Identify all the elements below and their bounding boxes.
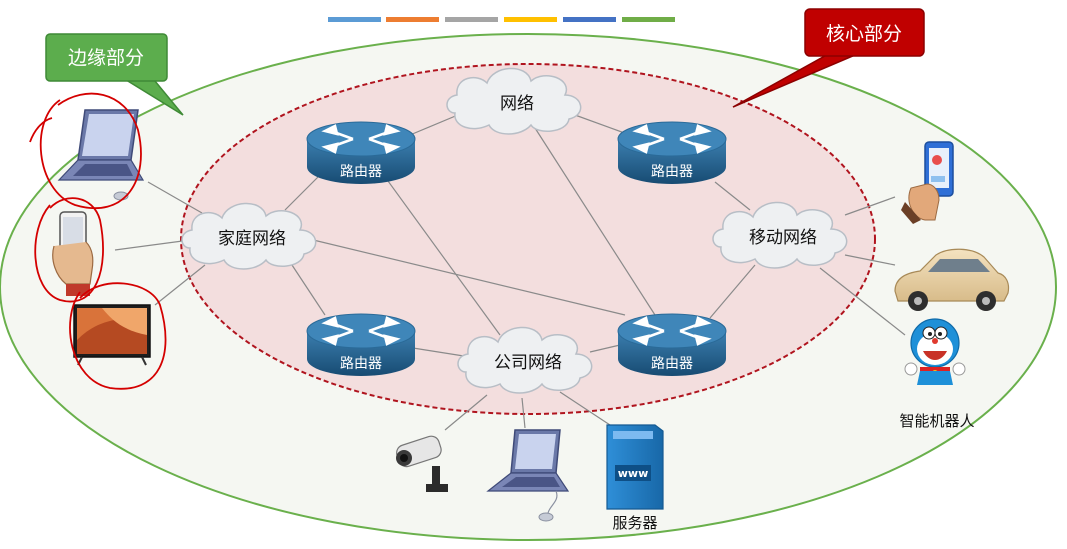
phone-in-hand-icon <box>901 141 954 224</box>
cloud-internet: 网络 <box>446 67 582 135</box>
link-company-router4 <box>589 344 621 353</box>
router-arrows-icon <box>632 124 712 154</box>
router-arrows-icon <box>632 316 712 346</box>
router-arrows-icon <box>321 316 401 346</box>
router-label: 路由器 <box>340 356 382 372</box>
router-bottom-left: 路由器 <box>306 313 416 376</box>
phone-call-icon <box>932 155 942 165</box>
link-phone-home <box>114 239 191 251</box>
router-label: 路由器 <box>340 164 382 180</box>
callout-core: 核心部分 <box>732 8 925 108</box>
link-router1-company <box>379 169 501 336</box>
palette-swatch-4 <box>504 17 557 22</box>
annotation-circle-tv <box>69 282 167 390</box>
router-top-right: 路由器 <box>617 121 727 184</box>
palette-swatch-3 <box>445 17 498 22</box>
cloud-home-label: 家庭网络 <box>218 229 286 249</box>
connection-lines <box>114 111 906 431</box>
annotation-circle-laptop <box>39 92 142 210</box>
link-mobile-router4 <box>709 264 756 319</box>
server-badge: www <box>618 467 649 480</box>
link-mobile-car <box>844 254 896 266</box>
link-home-router3 <box>289 261 326 316</box>
link-tv-home <box>154 264 206 306</box>
link-home-router4 <box>304 237 626 316</box>
tv-icon <box>73 304 151 366</box>
palette-swatch-6 <box>622 17 675 22</box>
server-label: 服务器 <box>612 514 657 532</box>
security-camera-icon <box>396 435 448 492</box>
link-laptop-home <box>147 181 203 214</box>
link-internet-router2 <box>574 114 631 136</box>
router-label: 路由器 <box>651 356 693 372</box>
router-arrows-icon <box>321 124 401 154</box>
cloud-company-label: 公司网络 <box>494 353 562 373</box>
link-company-camera <box>444 394 488 431</box>
cloud-mobile-network: 移动网络 <box>712 201 848 269</box>
link-mobile-robot <box>819 267 906 336</box>
annotation-circles <box>29 92 167 390</box>
cloud-mobile-label: 移动网络 <box>749 228 817 248</box>
router-top-left: 路由器 <box>306 121 416 184</box>
link-company-server <box>559 391 611 426</box>
link-internet-router4 <box>534 127 656 316</box>
robot-icon <box>904 318 966 385</box>
annotation-mark-laptop <box>29 117 53 143</box>
link-router2-mobile <box>714 181 751 211</box>
callout-core-label: 核心部分 <box>826 23 902 45</box>
link-company-laptop <box>521 397 526 429</box>
link-router1-home <box>284 174 321 211</box>
palette-swatch-1 <box>328 17 381 22</box>
router-label: 路由器 <box>651 164 693 180</box>
annotation-circle-phone <box>34 197 104 303</box>
cloud-company-network: 公司网络 <box>457 326 593 394</box>
palette-swatch-2 <box>386 17 439 22</box>
cloud-internet-label: 网络 <box>500 94 534 114</box>
laptop-icon <box>57 109 145 201</box>
callout-edge: 边缘部分 <box>45 33 184 116</box>
link-router3-company <box>412 347 471 358</box>
palette-swatch-5 <box>563 17 616 22</box>
cloud-home-network: 家庭网络 <box>181 202 317 270</box>
car-icon <box>894 248 1010 311</box>
robot-label: 智能机器人 <box>899 412 974 430</box>
callout-edge-label: 边缘部分 <box>68 47 144 69</box>
web-server-icon: www <box>606 424 664 510</box>
link-mobile-phonehand <box>844 196 896 216</box>
router-bottom-right: 路由器 <box>617 313 727 376</box>
color-palette-bar <box>328 17 675 22</box>
laptop-bottom-icon <box>486 429 570 522</box>
